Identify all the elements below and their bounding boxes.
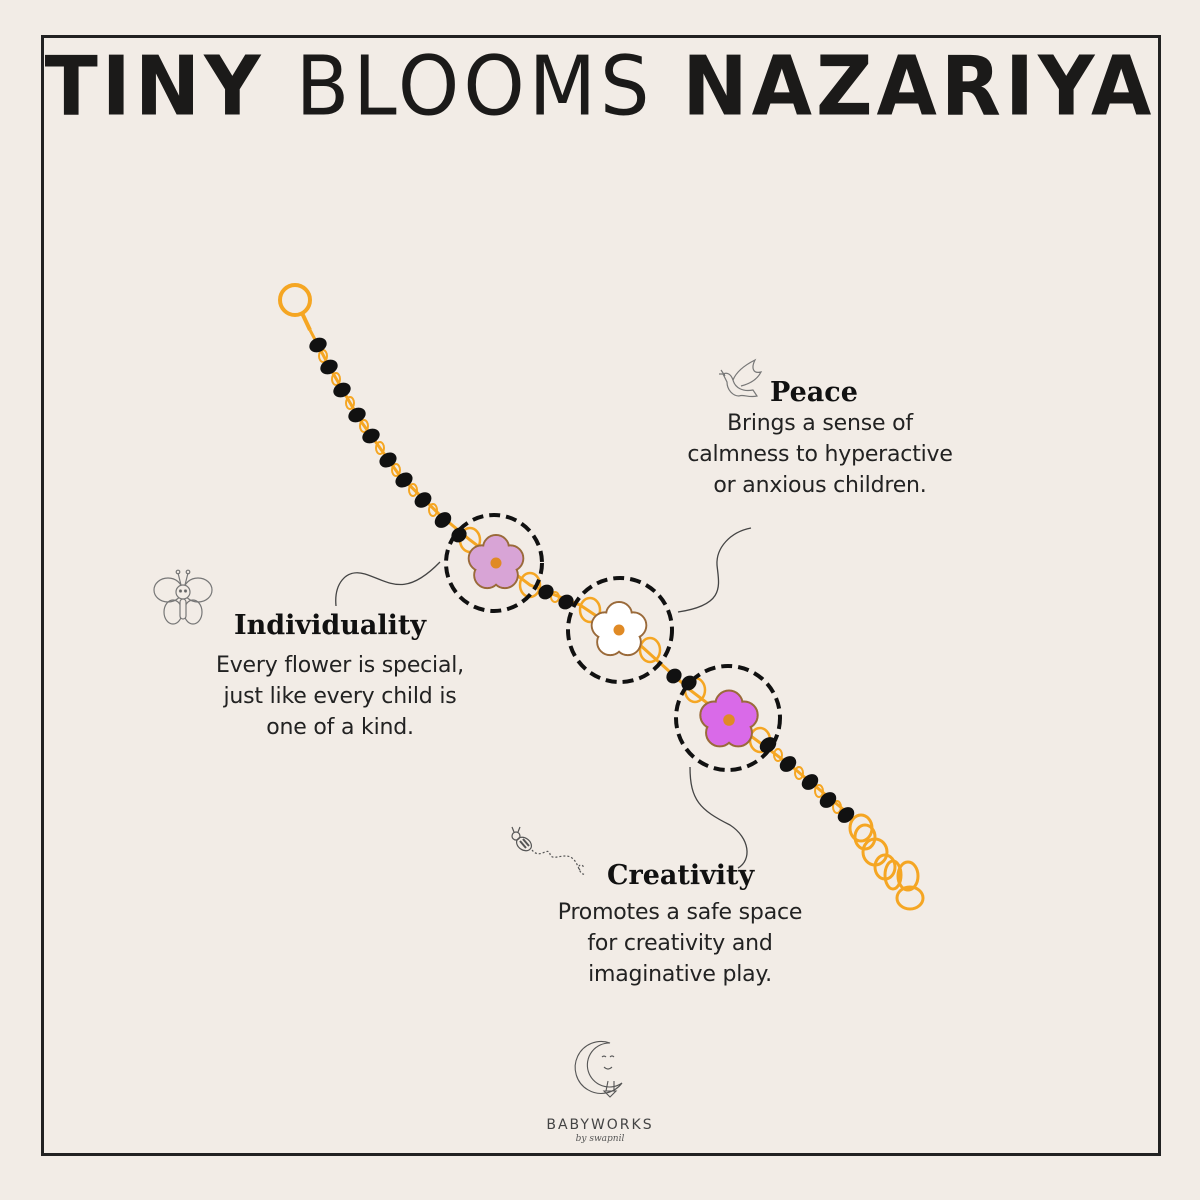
feature-heading: Individuality [234, 610, 427, 641]
pink-flower-icon [467, 534, 525, 590]
brand-tagline: by swapnil [575, 1134, 625, 1144]
description-line: one of a kind. [266, 715, 414, 740]
feature-peace: Peace [770, 377, 870, 409]
page-frame [41, 35, 1161, 1156]
feature-individuality-description: Every flower is special, just like every… [150, 650, 530, 743]
moon-logo-icon [574, 1040, 623, 1098]
description-line: imaginative play. [588, 962, 772, 987]
feature-individuality: Individuality [234, 610, 434, 642]
butterfly-icon [153, 569, 213, 625]
description-line: Every flower is special, [216, 653, 464, 678]
highlight-circles [444, 513, 782, 772]
feature-creativity-description: Promotes a safe space for creativity and… [500, 897, 860, 990]
title-word-blooms: BLOOMS [295, 39, 683, 135]
description-line: for creativity and [587, 931, 773, 956]
magenta-flower-icon [699, 689, 759, 748]
description-line: Brings a sense of [727, 411, 913, 436]
page-title: TINY BLOOMS NAZARIYA [0, 40, 1200, 135]
feature-heading: Creativity [607, 860, 755, 891]
black-beads [309, 337, 855, 823]
feature-heading: Peace [770, 377, 858, 408]
description-line: Promotes a safe space [557, 900, 803, 925]
brand-name: BABYWORKS [546, 1117, 654, 1133]
description-line: or anxious children. [713, 473, 927, 498]
title-word-nazariya: NAZARIYA [682, 39, 1156, 135]
description-line: just like every child is [223, 684, 457, 709]
feature-peace-description: Brings a sense of calmness to hyperactiv… [640, 408, 1000, 501]
dove-icon [719, 358, 763, 398]
connector-lines [335, 527, 752, 869]
title-word-tiny: TINY [44, 39, 296, 135]
feature-creativity: Creativity [607, 860, 767, 892]
description-line: calmness to hyperactive [687, 442, 953, 467]
bee-icon [511, 826, 587, 875]
